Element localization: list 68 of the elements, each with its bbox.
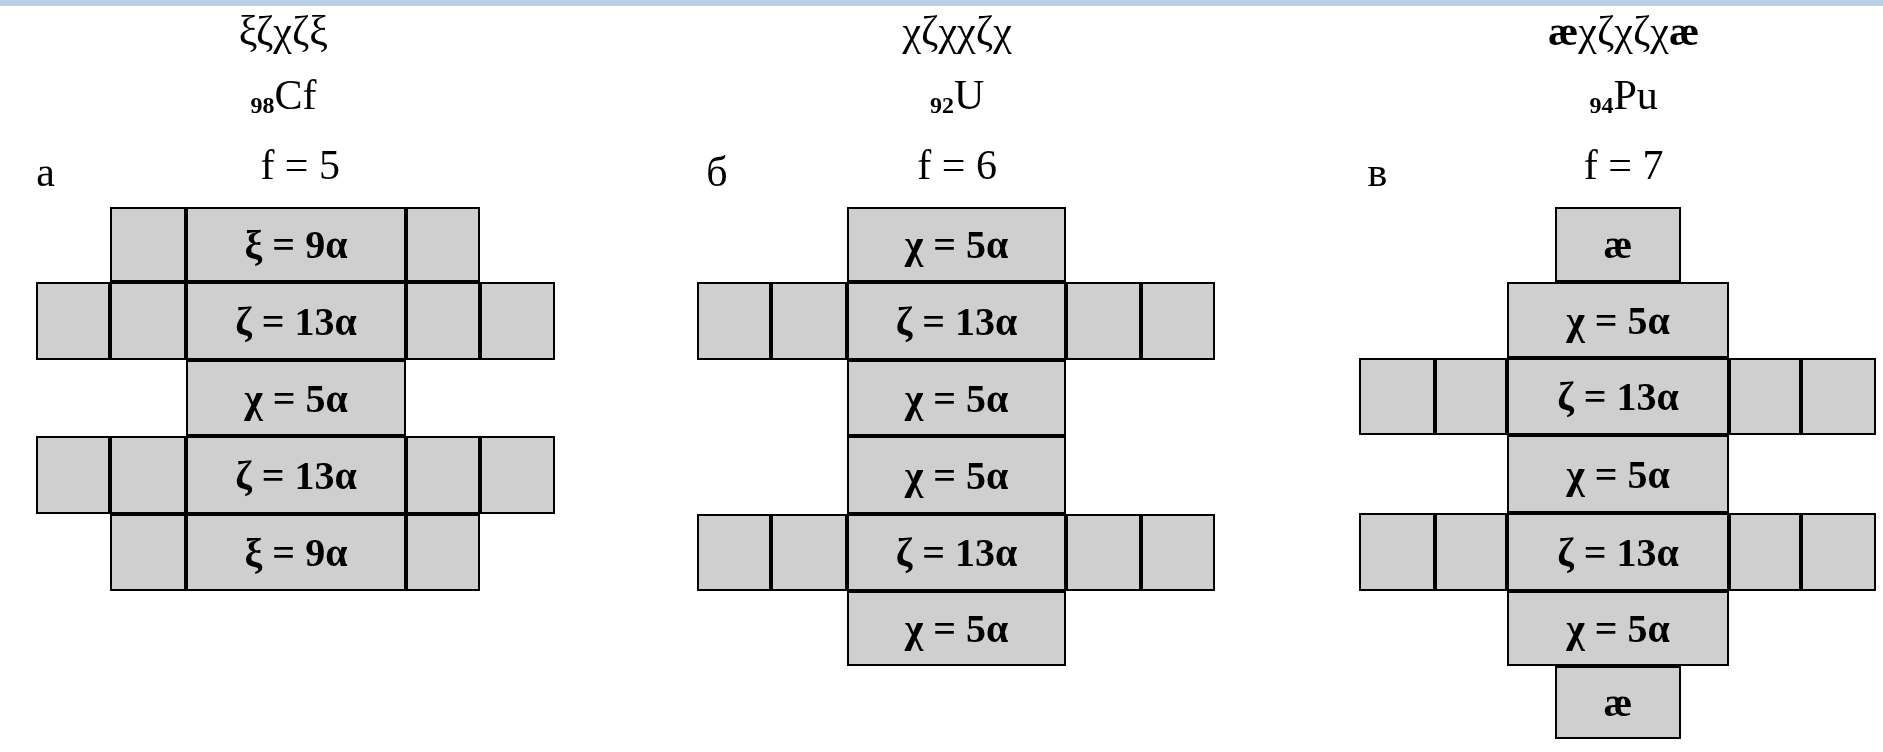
cell-text: χ = 5α [904, 451, 1009, 499]
cell-text: æ [1603, 679, 1633, 726]
empty-cell [1435, 513, 1507, 591]
empty-cell [480, 436, 555, 514]
sequence-label: æχζχζχæ [1547, 9, 1700, 52]
cell-text: ζ = 13α [1557, 528, 1679, 576]
cell-text: χ = 5α [1566, 450, 1670, 498]
formula-cell [847, 514, 1066, 591]
cell-text: χ = 5α [1566, 296, 1670, 344]
cell-text: ζ = 13α [895, 529, 1018, 576]
cell-text: χ = 5α [1566, 605, 1670, 652]
formula-cell [186, 360, 406, 436]
formula-cell [847, 436, 1066, 514]
sequence-label: χζχχζχ [902, 9, 1012, 52]
formula-cell [847, 591, 1066, 666]
formula-cell [186, 207, 406, 282]
cell-text: χ = 5α [244, 374, 348, 422]
element-symbol: $_{98}$Cf [250, 74, 317, 118]
empty-cell [771, 514, 847, 591]
cell-text: χ = 5α [904, 374, 1009, 422]
formula-cell [847, 207, 1066, 282]
panel-letter: б [706, 151, 728, 194]
cell-text: ξ = 9α [244, 529, 348, 576]
empty-cell [1729, 513, 1801, 591]
empty-cell [697, 282, 771, 360]
formula-cell [1507, 358, 1729, 435]
f-value: f = 6 [917, 144, 997, 187]
cell-text: æ [1603, 221, 1633, 268]
empty-cell [1359, 358, 1435, 435]
formula-cell [1507, 591, 1729, 666]
cell-text: χ = 5α [904, 605, 1009, 652]
element-symbol: $_{92}$U [929, 74, 985, 118]
empty-cell [480, 282, 555, 360]
cell-text: ζ = 13α [235, 297, 357, 345]
formula-cell [1507, 282, 1729, 358]
formula-cell [1507, 513, 1729, 591]
cell-text: ζ = 13α [235, 451, 357, 499]
empty-cell [1801, 358, 1876, 435]
formula-cell [186, 282, 406, 360]
empty-cell [1359, 513, 1435, 591]
element-symbol: $_{94}$Pu [1589, 74, 1658, 118]
empty-cell [36, 282, 110, 360]
f-value: f = 5 [260, 144, 341, 187]
empty-cell [36, 436, 110, 514]
empty-cell [1141, 282, 1215, 360]
empty-cell [1729, 358, 1801, 435]
cell-text: ζ = 13α [1557, 373, 1679, 420]
panel-letter: в [1367, 151, 1388, 194]
formula-cell [1555, 207, 1681, 282]
formula-cell [186, 436, 406, 514]
formula-cell [847, 282, 1066, 360]
empty-cell [771, 282, 847, 360]
formula-cell [847, 360, 1066, 436]
empty-cell [1066, 282, 1141, 360]
cell-text: χ = 5α [904, 221, 1009, 268]
cell-text: ζ = 13α [895, 297, 1018, 345]
empty-cell [1435, 358, 1507, 435]
sequence-label: ξζχζξ [238, 9, 329, 52]
formula-cell [186, 514, 406, 591]
empty-cell [1801, 513, 1876, 591]
empty-cell [1141, 514, 1215, 591]
formula-cell [1555, 666, 1681, 739]
empty-cell [697, 514, 771, 591]
formula-cell [1507, 435, 1729, 513]
panel-letter: а [36, 151, 55, 194]
f-value: f = 7 [1583, 144, 1664, 187]
cell-text: ξ = 9α [244, 221, 348, 268]
empty-cell [1066, 514, 1141, 591]
